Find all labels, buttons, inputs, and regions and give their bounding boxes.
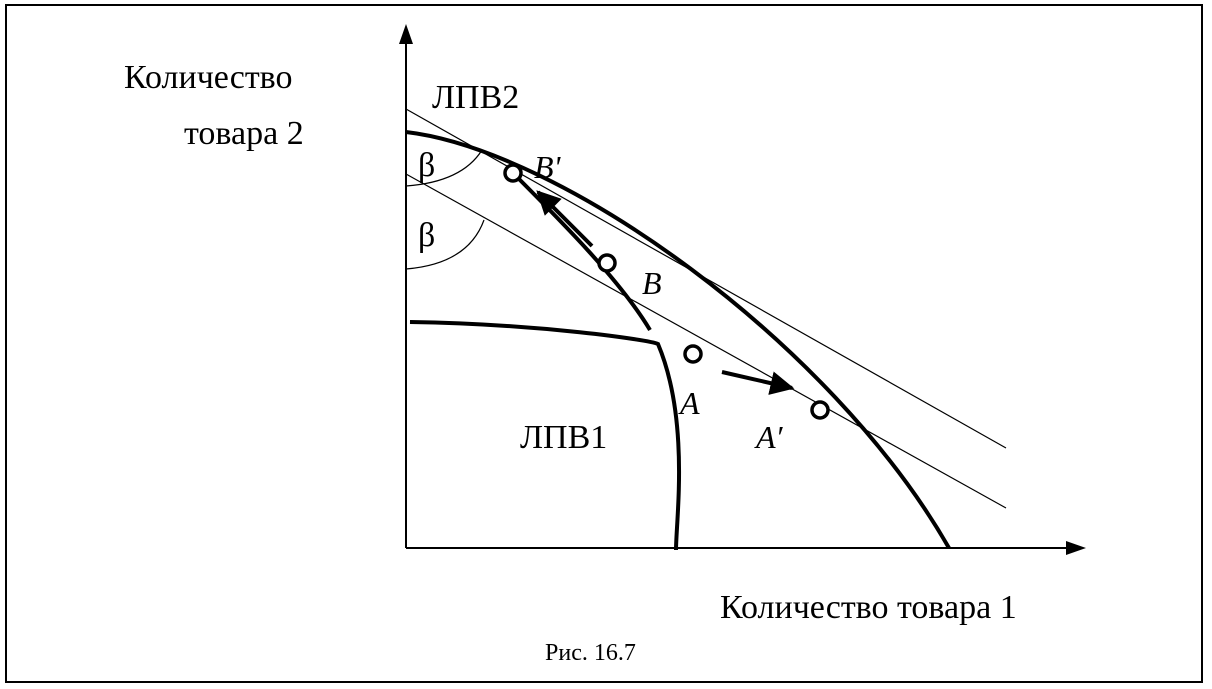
point-a-label: A: [678, 385, 700, 421]
figure-frame: [5, 4, 1203, 683]
y-axis-arrow: [399, 24, 413, 44]
ppf2-curve: [405, 130, 951, 549]
ppf1-upper-branch: [511, 171, 652, 332]
figure-caption: Рис. 16.7: [545, 640, 636, 666]
point-a-prime-label: A′: [754, 419, 784, 455]
x-axis-label: Количество товара 1: [720, 589, 1017, 626]
point-b-prime-label: B': [534, 149, 562, 185]
y-axis-label-line1: Количество: [124, 59, 293, 96]
angle-beta-upper: β: [418, 147, 435, 184]
ppf1-label: ЛПВ1: [520, 419, 607, 456]
angle-arc-lower: [405, 219, 485, 270]
point-b-prime-marker: [503, 163, 523, 183]
x-axis-arrow: [1066, 541, 1086, 555]
arrow-a-to-a-prime: [721, 370, 795, 395]
ppf1-curve: [409, 320, 682, 551]
point-a-marker: [683, 344, 703, 364]
point-b-marker: [597, 253, 617, 273]
arrow-b-to-b-prime: [536, 190, 594, 248]
ppf2-label: ЛПВ2: [432, 79, 519, 116]
point-b-label: B: [642, 265, 662, 301]
y-axis-label-line2: товара 2: [184, 115, 304, 152]
angle-arc-upper: [405, 149, 483, 187]
angle-beta-lower: β: [418, 217, 435, 254]
point-a-prime-marker: [810, 400, 830, 420]
price-line-lower: [405, 173, 1007, 509]
